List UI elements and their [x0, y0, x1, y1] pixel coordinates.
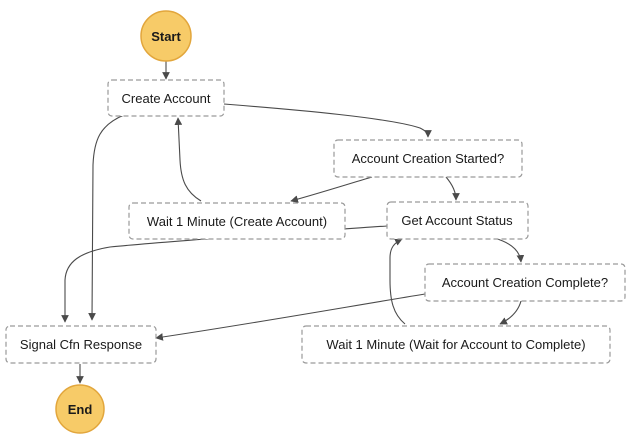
signal-cfn-response-box	[5, 325, 157, 364]
node-end[interactable]: End	[55, 384, 105, 434]
wait-create-account-label: Wait 1 Minute (Create Account)	[147, 214, 327, 229]
node-account-creation-complete[interactable]: Account Creation Complete?	[424, 263, 626, 302]
node-account-creation-started[interactable]: Account Creation Started?	[333, 139, 523, 178]
edge-get-account-status-to-account-creation-complete	[493, 237, 525, 263]
get-account-status-label: Get Account Status	[401, 213, 513, 228]
edge-account-creation-complete-to-signal-cfn-response	[155, 293, 426, 341]
edge-account-creation-started-to-get-account-status	[445, 176, 460, 201]
edges	[61, 61, 525, 384]
wait-create-account-box	[128, 202, 346, 240]
get-account-status-box	[386, 201, 529, 240]
wait-account-complete-box	[301, 325, 611, 364]
node-get-account-status[interactable]: Get Account Status	[386, 201, 529, 240]
edge-wait-create-account-to-create-account	[174, 117, 202, 202]
wait-account-complete-label: Wait 1 Minute (Wait for Account to Compl…	[326, 337, 585, 352]
edge-wait-account-complete-to-get-account-status	[389, 238, 406, 325]
signal-cfn-response-label: Signal Cfn Response	[20, 337, 142, 352]
end-label: End	[68, 402, 93, 417]
create-account-box	[107, 79, 225, 117]
account-creation-started-label: Account Creation Started?	[352, 151, 504, 166]
account-creation-complete-label: Account Creation Complete?	[442, 275, 608, 290]
node-wait-account-complete[interactable]: Wait 1 Minute (Wait for Account to Compl…	[301, 325, 611, 364]
start-terminal-shape	[140, 10, 192, 62]
create-account-label: Create Account	[122, 91, 211, 106]
account-creation-started-box	[333, 139, 523, 178]
node-create-account[interactable]: Create Account	[107, 79, 225, 117]
node-signal-cfn-response[interactable]: Signal Cfn Response	[5, 325, 157, 364]
end-terminal-shape	[55, 384, 105, 434]
account-creation-complete-box	[424, 263, 626, 302]
start-label: Start	[151, 29, 181, 44]
edge-account-creation-complete-to-wait-account-complete	[499, 300, 522, 325]
node-start[interactable]: Start	[140, 10, 192, 62]
edge-get-account-status-to-signal-cfn-response	[61, 225, 388, 323]
edge-create-account-to-signal-cfn-response	[88, 114, 125, 321]
edge-create-account-to-account-creation-started	[223, 103, 432, 138]
node-wait-create-account[interactable]: Wait 1 Minute (Create Account)	[128, 202, 346, 240]
edge-account-creation-started-to-wait-create-account	[290, 176, 373, 203]
